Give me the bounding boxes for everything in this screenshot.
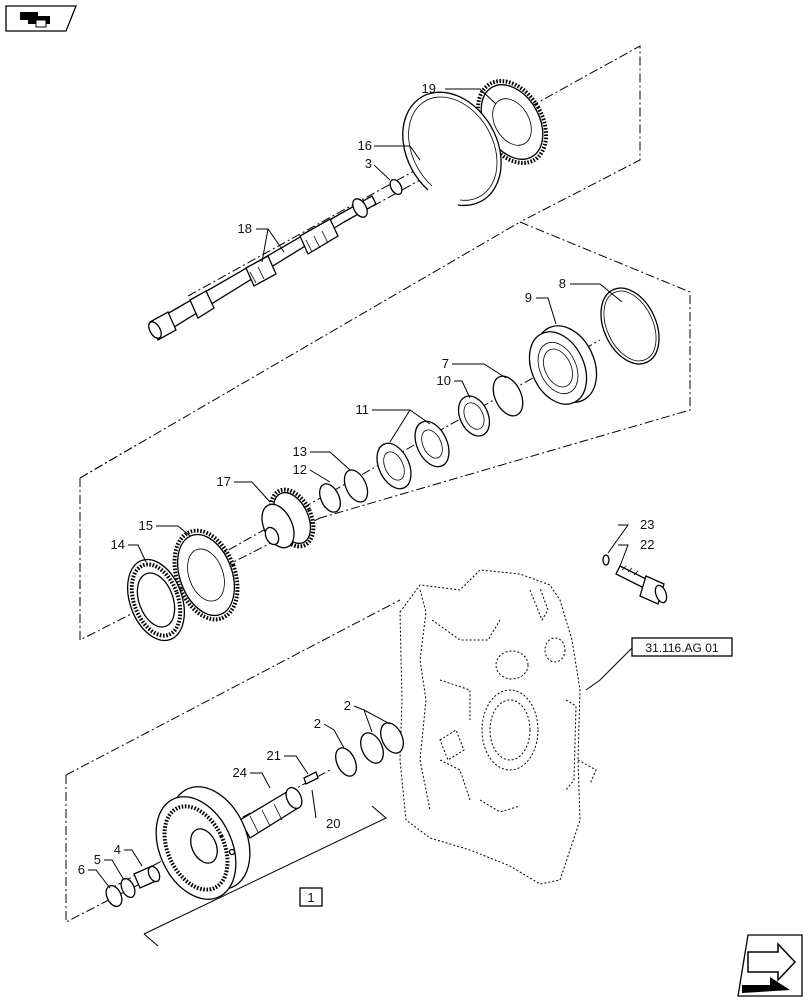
part-11-thrust-washers	[376, 420, 450, 490]
callout-label: 2	[314, 716, 321, 731]
group-1-bracket	[143, 805, 387, 947]
callout-labels: 19 16 3 18 8 9 7 10 11 13 12 17 15 14 23…	[78, 81, 655, 877]
part-7-ring	[492, 375, 524, 417]
nav-back-icon[interactable]	[5, 5, 77, 32]
callout-label: 10	[437, 373, 451, 388]
part-22-bolt	[615, 565, 668, 605]
part-17-gear	[261, 487, 316, 549]
part-3-small-ring	[389, 178, 403, 196]
callout-label: 7	[442, 356, 449, 371]
leader-lines	[88, 88, 633, 889]
part-9-bearing	[528, 325, 598, 405]
part-10-washer	[457, 395, 491, 437]
group-label: 1	[307, 890, 314, 905]
part-16-snap-ring	[402, 91, 502, 207]
callout-label: 6	[78, 862, 85, 877]
part-4-bushing	[133, 865, 161, 889]
axis-lines	[107, 129, 601, 891]
callout-label: 8	[559, 276, 566, 291]
part-13-ring	[343, 469, 369, 503]
callout-label: 14	[111, 537, 125, 552]
housing-reference-outline	[399, 569, 597, 885]
reference-callout-box[interactable]: 31.116.AG 01	[631, 637, 733, 657]
callout-label: 13	[293, 444, 307, 459]
part-18-main-shaft	[148, 195, 377, 341]
part-24-planet-carrier	[155, 786, 303, 900]
part-14-friction-disc	[127, 558, 185, 642]
callout-label: 17	[217, 474, 231, 489]
part-8-o-ring	[600, 287, 660, 365]
part-23-washer	[602, 554, 610, 566]
callout-label: 19	[422, 81, 436, 96]
callout-label: 5	[94, 852, 101, 867]
part-21-pin	[303, 771, 319, 785]
callout-label: 4	[114, 842, 121, 857]
nav-forward-icon[interactable]	[737, 934, 803, 997]
group-1-box[interactable]: 1	[299, 887, 323, 907]
callout-label: 16	[358, 138, 372, 153]
callout-label: 18	[238, 221, 252, 236]
assembly-outline-dashdot	[65, 45, 691, 923]
part-12-ring	[319, 483, 341, 513]
callout-label: 15	[139, 518, 153, 533]
callout-label: 20	[326, 816, 340, 831]
callout-label: 2	[344, 698, 351, 713]
callout-label: 9	[525, 290, 532, 305]
part-15-separator-disc	[172, 528, 240, 622]
callout-label: 23	[640, 517, 654, 532]
callout-label: 24	[233, 765, 247, 780]
part-6-ring	[105, 884, 123, 908]
callout-label: 12	[293, 462, 307, 477]
callout-label: 3	[365, 156, 372, 171]
callout-label: 11	[356, 402, 370, 417]
callout-label: 21	[267, 748, 281, 763]
reference-code: 31.116.AG 01	[645, 641, 718, 655]
callout-label: 22	[640, 537, 654, 552]
part-2-snap-rings	[335, 722, 404, 777]
